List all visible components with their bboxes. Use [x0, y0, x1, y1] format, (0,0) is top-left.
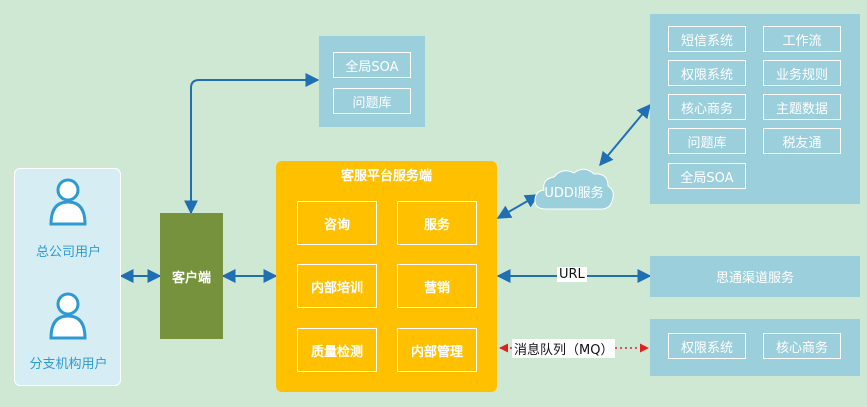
system-item: 全局SOA	[668, 163, 746, 189]
system-item: 工作流	[763, 26, 841, 52]
soa-panel: 全局SOA 问题库	[319, 36, 425, 127]
system-item: 权限系统	[668, 60, 746, 86]
channel-service-label: 思通渠道服务	[715, 271, 794, 286]
service-consult: 咨询	[297, 201, 377, 245]
mq-panel: 权限系统 核心商务	[650, 319, 860, 376]
url-label: URL	[557, 267, 587, 282]
mq-panel-item: 核心商务	[763, 333, 841, 359]
server-title: 客服平台服务端	[340, 169, 432, 184]
channel-service-box: 思通渠道服务	[650, 256, 860, 297]
system-item: 税友通	[763, 128, 841, 154]
service-quality: 质量检测	[297, 328, 377, 372]
system-item: 业务规则	[763, 60, 841, 86]
service-marketing: 营销	[397, 264, 477, 308]
uddi-rightpanel-arrow	[599, 103, 651, 167]
branch-user-label: 分支机构用户	[29, 357, 108, 372]
system-item: 主题数据	[763, 94, 841, 120]
soa-panel-item: 全局SOA	[333, 52, 411, 78]
soa-panel-item: 问题库	[333, 88, 411, 114]
service-training: 内部培训	[297, 264, 377, 308]
system-item: 短信系统	[668, 26, 746, 52]
branch-user-icon	[49, 292, 87, 340]
uddi-cloud-icon	[534, 168, 614, 210]
system-item: 核心商务	[668, 94, 746, 120]
hq-user-label: 总公司用户	[35, 245, 101, 260]
mq-label: 消息队列（MQ）	[512, 339, 616, 358]
client-soa-arrow	[184, 73, 320, 215]
hq-user-icon	[49, 178, 87, 226]
service-management: 内部管理	[397, 328, 477, 372]
users-panel: 总公司用户 分支机构用户	[14, 168, 121, 386]
mq-panel-item: 权限系统	[668, 333, 746, 359]
client-box: 客户端	[160, 213, 223, 339]
uddi-label: UDDI服务	[544, 185, 604, 201]
system-item: 问题库	[668, 128, 746, 154]
server-box: 客服平台服务端 咨询 服务 内部培训 营销 质量检测 内部管理	[276, 161, 497, 392]
server-uddi-arrow	[496, 194, 540, 219]
client-label: 客户端	[171, 270, 211, 286]
service-service: 服务	[397, 201, 477, 245]
external-systems-panel: 短信系统 工作流 权限系统 业务规则 核心商务 主题数据 问题库 税友通 全局S…	[650, 14, 860, 204]
